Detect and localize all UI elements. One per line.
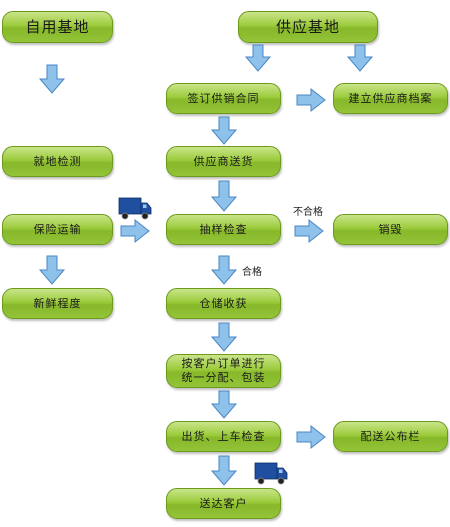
distribute-pack-text: 按客户订单进行 统一分配、包装 <box>181 357 266 384</box>
bulletin-node: 配送公布栏 <box>333 421 448 452</box>
sign-contract-text: 签订供销合同 <box>187 92 260 105</box>
down-arrow-icon <box>346 44 374 72</box>
onsite-test-text: 就地检测 <box>33 155 82 168</box>
supply-base-node: 供应基地 <box>238 11 378 43</box>
truck-icon <box>118 197 152 220</box>
self-base-node: 自用基地 <box>2 11 113 43</box>
sampling-check-node: 抽样检查 <box>166 214 281 245</box>
unqualified-label: 不合格 <box>293 207 323 218</box>
qualified-label: 合格 <box>242 267 262 278</box>
self-base-text: 自用基地 <box>25 17 90 36</box>
ship-check-node: 出货、上车检查 <box>166 421 281 452</box>
supplier-archive-node: 建立供应商档案 <box>333 83 448 114</box>
right-arrow-icon <box>294 218 324 244</box>
distribute-pack-node: 按客户订单进行 统一分配、包装 <box>166 354 281 388</box>
supplier-delivery-node: 供应商送货 <box>166 146 281 177</box>
deliver-customer-text: 送达客户 <box>199 497 248 510</box>
supply-base-text: 供应基地 <box>275 17 340 36</box>
onsite-test-node: 就地检测 <box>2 146 113 177</box>
down-arrow-icon <box>210 322 238 352</box>
freshness-node: 新鲜程度 <box>2 288 113 319</box>
sign-contract-node: 签订供销合同 <box>166 83 281 114</box>
truck-icon <box>254 462 288 485</box>
sampling-check-text: 抽样检查 <box>199 223 248 236</box>
supplier-archive-text: 建立供应商档案 <box>348 92 433 105</box>
down-arrow-icon <box>38 255 66 285</box>
right-arrow-icon <box>296 424 326 450</box>
down-arrow-icon <box>210 116 238 145</box>
down-arrow-icon <box>210 255 238 285</box>
down-arrow-icon <box>38 64 66 94</box>
down-arrow-icon <box>210 180 238 212</box>
down-arrow-icon <box>210 455 238 486</box>
warehouse-receive-text: 仓储收获 <box>199 297 248 310</box>
supplier-delivery-text: 供应商送货 <box>193 155 254 168</box>
warehouse-receive-node: 仓储收获 <box>166 288 281 319</box>
insured-transport-text: 保险运输 <box>33 223 82 236</box>
destroy-text: 销毁 <box>378 223 403 236</box>
down-arrow-icon <box>210 390 238 419</box>
bulletin-text: 配送公布栏 <box>360 430 421 443</box>
freshness-text: 新鲜程度 <box>33 297 82 310</box>
ship-check-text: 出货、上车检查 <box>181 430 266 443</box>
right-arrow-icon <box>120 218 150 244</box>
right-arrow-icon <box>296 87 326 113</box>
insured-transport-node: 保险运输 <box>2 214 113 245</box>
destroy-node: 销毁 <box>333 214 448 245</box>
deliver-customer-node: 送达客户 <box>166 488 281 519</box>
down-arrow-icon <box>244 44 272 72</box>
